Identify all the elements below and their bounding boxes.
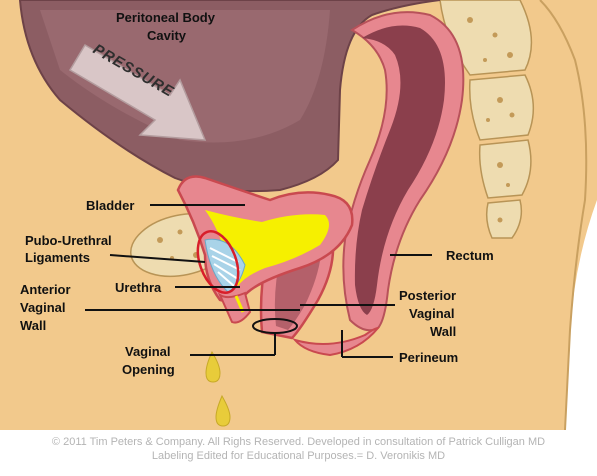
label-posterior-2: Vaginal <box>409 306 455 321</box>
label-vaginal-opening-1: Vaginal <box>125 344 171 359</box>
copyright-line-1: © 2011 Tim Peters & Company. All Righs R… <box>0 436 597 448</box>
label-pubo-2: Ligaments <box>25 250 90 265</box>
label-perineum: Perineum <box>399 350 458 365</box>
label-posterior-1: Posterior <box>399 288 456 303</box>
copyright-line-2: Labeling Edited for Educational Purposes… <box>0 450 597 462</box>
label-peritoneal-2: Cavity <box>147 28 187 43</box>
label-peritoneal-1: Peritoneal Body <box>116 10 216 25</box>
label-posterior-3: Wall <box>430 324 456 339</box>
label-anterior-2: Vaginal <box>20 300 66 315</box>
label-pubo-1: Pubo-Urethral <box>25 233 112 248</box>
label-rectum: Rectum <box>446 248 494 263</box>
label-anterior-1: Anterior <box>20 282 71 297</box>
label-urethra: Urethra <box>115 280 162 295</box>
label-bladder: Bladder <box>86 198 134 213</box>
label-anterior-3: Wall <box>20 318 46 333</box>
label-vaginal-opening-2: Opening <box>122 362 175 377</box>
